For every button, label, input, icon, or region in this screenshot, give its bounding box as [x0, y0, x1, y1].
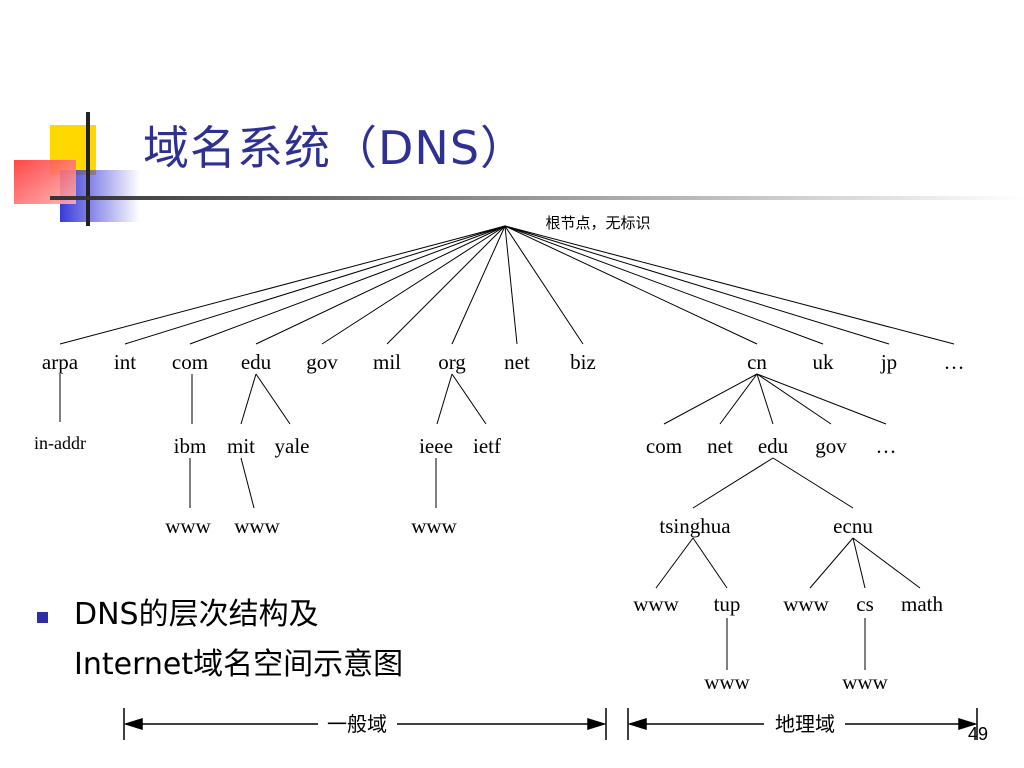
edge [124, 225, 506, 345]
node-cs-www: www [842, 670, 888, 694]
tld-edu: edu [241, 350, 272, 374]
edge [504, 225, 584, 345]
edge [255, 373, 291, 425]
page-number: 49 [968, 724, 989, 744]
edge [59, 225, 506, 345]
edge [504, 225, 758, 345]
tld-org: org [438, 350, 466, 374]
root-label: 根节点，无标识 [545, 215, 650, 232]
node-ecnu: ecnu [833, 514, 873, 538]
bullet-marker [37, 612, 48, 623]
edge [692, 457, 774, 509]
bullet-line-2: Internet域名空间示意图 [74, 647, 404, 682]
edge [189, 225, 506, 345]
edge [240, 373, 257, 425]
edge [852, 537, 866, 589]
node-cn-ellipsis: … [876, 434, 897, 458]
tld-mil: mil [373, 350, 401, 374]
deco-horizontal-line [50, 196, 1024, 200]
edge [756, 373, 887, 425]
tld-jp: jp [880, 350, 897, 374]
edge [756, 373, 832, 425]
tld-biz: biz [570, 350, 596, 374]
bullet-line-1: DNS的层次结构及 [74, 597, 319, 632]
range-general-arrow-left [123, 717, 143, 731]
node-ibm-www: www [165, 514, 211, 538]
edge [719, 373, 758, 425]
tld-cn: cn [747, 350, 767, 374]
node-cn-net: net [707, 434, 733, 458]
node-yale: yale [275, 434, 310, 458]
bullet-text: DNS的层次结构及 Internet域名空间示意图 [74, 590, 403, 690]
edge [504, 225, 824, 345]
edge [772, 457, 854, 509]
node-ieee: ieee [419, 434, 453, 458]
range-general-label: 一般域 [327, 713, 387, 736]
node-tup: tup [714, 592, 741, 616]
range-geographic-arrow-right [958, 717, 978, 731]
edge [321, 225, 506, 345]
edge [451, 373, 487, 425]
edge [504, 225, 518, 345]
edge [255, 225, 506, 345]
range-general-arrow-right [587, 717, 607, 731]
deco-vertical-bar [86, 112, 90, 226]
edge [809, 537, 854, 589]
edge [451, 225, 506, 345]
tld-net: net [504, 350, 530, 374]
slide-title: 域名系统（DNS） [143, 121, 528, 175]
node-ieee-www: www [411, 514, 457, 538]
node-mit-www: www [234, 514, 280, 538]
range-geographic [627, 708, 978, 740]
node-tsinghua: tsinghua [659, 514, 731, 538]
node-cn-gov: gov [815, 434, 847, 458]
node-in-addr: in-addr [34, 433, 86, 453]
node-math: math [901, 592, 943, 616]
edge [436, 373, 453, 425]
tld-uk: uk [813, 350, 835, 374]
edge [756, 373, 774, 425]
node-ecnu-www: www [783, 592, 829, 616]
edge [504, 225, 890, 345]
tld-ellipsis: … [944, 350, 965, 374]
node-cs: cs [856, 592, 874, 616]
node-cn-com: com [646, 434, 682, 458]
tree-edges [59, 225, 955, 670]
tree-nodes: 根节点，无标识 arpa int com edu gov mil org net… [34, 215, 964, 694]
tld-gov: gov [306, 350, 338, 374]
node-cn-edu: edu [758, 434, 789, 458]
edge [852, 537, 921, 589]
edge [655, 537, 694, 589]
node-tup-www: www [704, 670, 750, 694]
edge [504, 225, 955, 345]
node-tsinghua-www: www [633, 592, 679, 616]
edge [663, 373, 758, 425]
range-general [123, 708, 607, 740]
tld-arpa: arpa [42, 350, 79, 374]
tld-int: int [114, 350, 136, 374]
edge [386, 225, 506, 345]
range-geographic-label: 地理域 [775, 713, 835, 736]
tld-com: com [172, 350, 208, 374]
edge [692, 537, 728, 589]
node-ibm: ibm [174, 434, 207, 458]
node-ietf: ietf [473, 434, 501, 458]
edge [240, 457, 255, 509]
range-geographic-arrow-left [627, 717, 647, 731]
node-mit: mit [227, 434, 255, 458]
